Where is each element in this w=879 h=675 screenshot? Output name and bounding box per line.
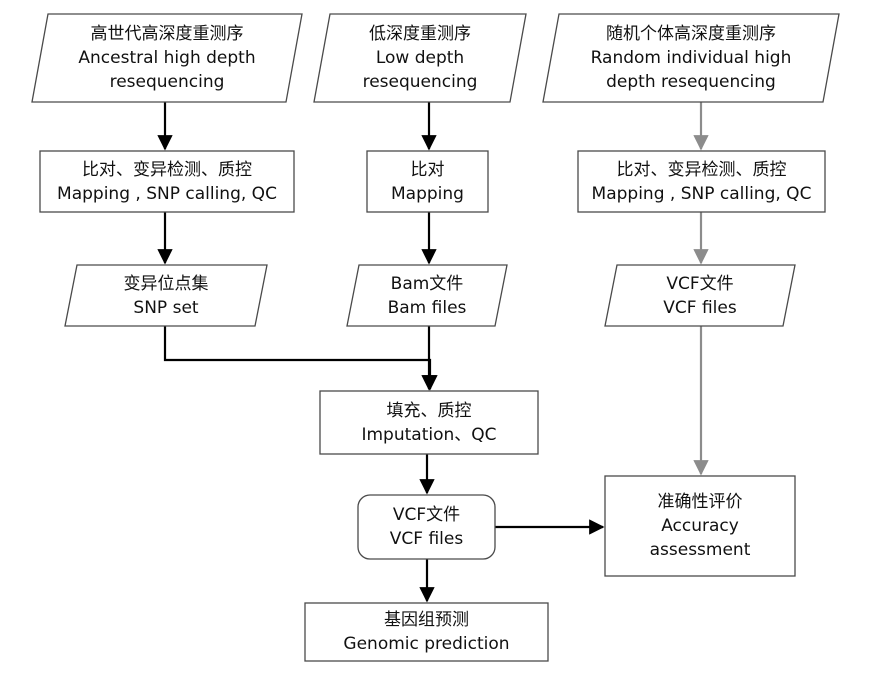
node-shape-ancestral-seq [31, 13, 303, 103]
node-label-accuracy: 准确性评价 Accuracy assessment [605, 476, 795, 576]
node-label-line: 低深度重测序 [369, 24, 471, 44]
node-label-line: resequencing [362, 72, 478, 92]
node-label-align-left: 比对、变异检测、质控 Mapping , SNP calling, QC [40, 151, 294, 212]
node-label-line: 随机个体高深度重测序 [606, 24, 776, 44]
node-label-vcf-right: VCF文件 VCF files [605, 265, 795, 326]
node-label-line: VCF文件 [666, 273, 734, 294]
node-label-line: 填充、质控 [386, 400, 472, 421]
node-label-line: Mapping , SNP calling, QC [57, 183, 277, 204]
node-label-line: 准确性评价 [657, 492, 743, 512]
node-label-line: Bam files [387, 297, 467, 318]
node-label-line: assessment [649, 540, 751, 560]
node-label-line: Imputation、QC [361, 424, 497, 445]
node-label-align-right: 比对、变异检测、质控 Mapping , SNP calling, QC [578, 151, 825, 212]
node-shape-bam-files [346, 264, 508, 327]
node-label-vcf-mid: VCF文件 VCF files [358, 495, 495, 559]
node-label-line: resequencing [109, 72, 225, 92]
node-label-line: Mapping [391, 183, 464, 204]
node-shape-accuracy [604, 475, 796, 577]
node-shape-random-seq [542, 13, 840, 103]
node-label-snp-set: 变异位点集 SNP set [65, 265, 267, 326]
node-label-line: 变异位点集 [123, 273, 209, 294]
node-shape-low-depth-seq [313, 13, 527, 103]
node-label-align-mid: 比对 Mapping [367, 151, 488, 212]
node-label-line: Bam文件 [390, 273, 464, 294]
node-label-line: 比对、变异检测、质控 [616, 159, 787, 180]
node-label-line: depth resequencing [606, 72, 776, 92]
arrow-snp-set-to-imputation [163, 326, 438, 391]
node-label-line: Accuracy [661, 516, 739, 536]
node-label-line: Random individual high [590, 48, 792, 68]
node-label-line: VCF文件 [392, 505, 461, 525]
node-shape-align-right [577, 150, 826, 213]
node-label-line: 基因组预测 [384, 610, 469, 630]
node-label-line: Ancestral high depth [78, 48, 256, 68]
node-label-line: Low depth [375, 48, 465, 68]
node-shape-genomic-prediction [304, 602, 549, 662]
node-shape-align-mid [366, 150, 489, 213]
node-label-line: VCF files [389, 529, 464, 549]
node-label-line: 比对 [410, 159, 445, 180]
node-shape-vcf-right [604, 264, 796, 327]
node-shape-snp-set [64, 264, 268, 327]
node-shape-imputation [319, 390, 539, 455]
nodes-layer [31, 13, 840, 662]
node-label-bam-files: Bam文件 Bam files [347, 265, 507, 326]
edges-layer [157, 102, 709, 603]
node-label-line: SNP set [133, 297, 199, 318]
node-label-genomic-prediction: 基因组预测 Genomic prediction [305, 603, 548, 661]
node-shape-vcf-mid [357, 494, 496, 560]
node-label-low-depth-seq: 低深度重测序 Low depth resequencing [314, 14, 526, 102]
node-label-line: 比对、变异检测、质控 [82, 159, 252, 180]
node-label-line: VCF files [663, 297, 737, 318]
node-label-line: 高世代高深度重测序 [90, 24, 244, 44]
node-label-random-seq: 随机个体高深度重测序 Random individual high depth re… [543, 14, 839, 102]
node-label-ancestral-seq: 高世代高深度重测序 Ancestral high depth resequencin… [32, 14, 302, 102]
node-label-line: Genomic prediction [343, 634, 510, 654]
node-label-line: Mapping , SNP calling, QC [591, 183, 812, 204]
node-shape-align-left [39, 150, 295, 213]
node-label-imputation: 填充、质控 Imputation、QC [320, 391, 538, 454]
